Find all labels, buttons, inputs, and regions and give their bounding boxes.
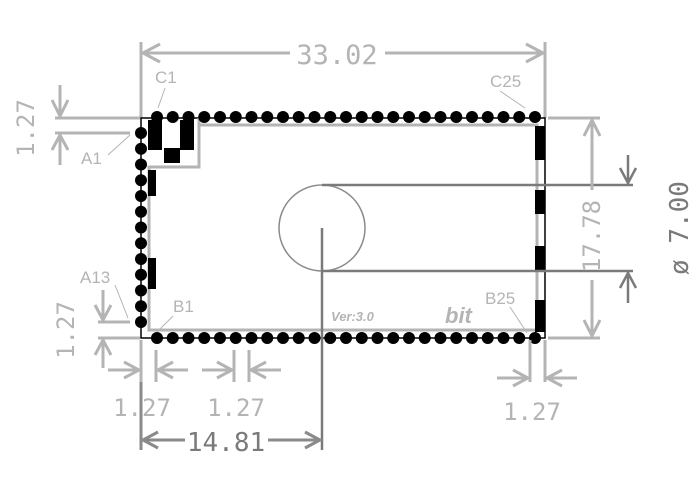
pad xyxy=(387,111,400,123)
pad xyxy=(245,332,258,344)
top-left-pitch-dimension xyxy=(50,85,140,165)
pin-label-c25: C25 xyxy=(490,72,521,91)
pad xyxy=(214,111,226,123)
pad xyxy=(340,111,352,123)
width-value: 33.02 xyxy=(296,40,377,71)
bottom-left-pitch-dimension xyxy=(93,290,140,368)
pad xyxy=(418,111,431,123)
pad xyxy=(434,111,447,123)
pad xyxy=(135,253,147,265)
pad xyxy=(513,332,526,344)
pad-column-left xyxy=(135,127,147,328)
pad xyxy=(261,111,274,123)
pad xyxy=(371,332,384,344)
version-label: Ver:3.0 xyxy=(331,309,375,324)
pad xyxy=(450,332,463,344)
pin-label-b1: B1 xyxy=(173,297,194,316)
height-dimension xyxy=(548,116,602,340)
pad xyxy=(371,111,384,123)
pin-label-b25: B25 xyxy=(485,289,515,308)
hole-diameter-value: ø 7.00 xyxy=(665,181,695,275)
top-left-pitch-value: 1.27 xyxy=(12,99,40,157)
bottom-left-pitch-value: 1.27 xyxy=(52,301,80,359)
pad xyxy=(135,300,147,313)
pad xyxy=(308,332,321,344)
pad xyxy=(135,190,147,202)
brand-label: bit xyxy=(445,303,474,328)
hole-offset-dimension xyxy=(139,382,324,450)
pad xyxy=(135,127,147,139)
pad xyxy=(434,332,447,344)
pad xyxy=(182,332,195,344)
pad-row-top xyxy=(151,111,541,123)
pad xyxy=(355,111,368,123)
pad xyxy=(198,332,211,344)
pad xyxy=(387,332,400,344)
pitch-value-right: 1.27 xyxy=(503,398,561,426)
pad xyxy=(135,142,147,155)
pad xyxy=(277,332,289,344)
pad xyxy=(135,158,147,171)
pad xyxy=(497,111,510,123)
pad xyxy=(166,111,179,123)
pad xyxy=(135,237,147,250)
height-value: 17.78 xyxy=(578,200,606,272)
pad xyxy=(308,111,321,123)
pad xyxy=(166,332,179,344)
pad xyxy=(135,205,147,218)
pad xyxy=(135,316,147,328)
pad xyxy=(466,111,478,123)
pad xyxy=(324,332,337,344)
pad xyxy=(229,111,242,123)
pad xyxy=(403,332,415,344)
pad xyxy=(277,111,289,123)
pad-row-bottom xyxy=(151,332,541,344)
pad xyxy=(292,111,305,123)
silkscreen-outline xyxy=(147,118,539,332)
pad xyxy=(497,332,510,344)
pad xyxy=(151,332,163,344)
hole-dimension-lines xyxy=(320,155,638,450)
pin-label-a1: A1 xyxy=(81,149,102,168)
smd-pads xyxy=(148,120,545,332)
pad xyxy=(245,111,258,123)
pad xyxy=(466,332,478,344)
pad xyxy=(513,111,526,123)
pad xyxy=(324,111,337,123)
pad xyxy=(214,332,226,344)
pad xyxy=(529,111,541,123)
pad xyxy=(261,332,274,344)
pad xyxy=(198,111,211,123)
pad xyxy=(292,332,305,344)
pad xyxy=(229,332,242,344)
pad xyxy=(340,332,352,344)
pin-label-a13: A13 xyxy=(80,268,110,287)
pad xyxy=(529,332,541,344)
pin-label-c1: C1 xyxy=(155,68,177,87)
pad xyxy=(135,174,147,187)
bottom-pitch-dimensions xyxy=(108,340,577,388)
pad xyxy=(135,221,147,234)
width-dimension xyxy=(139,42,547,118)
pad xyxy=(403,111,415,123)
pitch-value-2: 1.27 xyxy=(207,394,265,422)
pin-label-leaders xyxy=(107,87,528,334)
pad xyxy=(135,284,147,297)
pad xyxy=(450,111,463,123)
pad xyxy=(418,332,431,344)
pad xyxy=(355,332,368,344)
pad xyxy=(135,268,147,281)
pad xyxy=(481,111,494,123)
pad xyxy=(481,332,494,344)
hole-offset-value: 14.81 xyxy=(187,428,265,458)
